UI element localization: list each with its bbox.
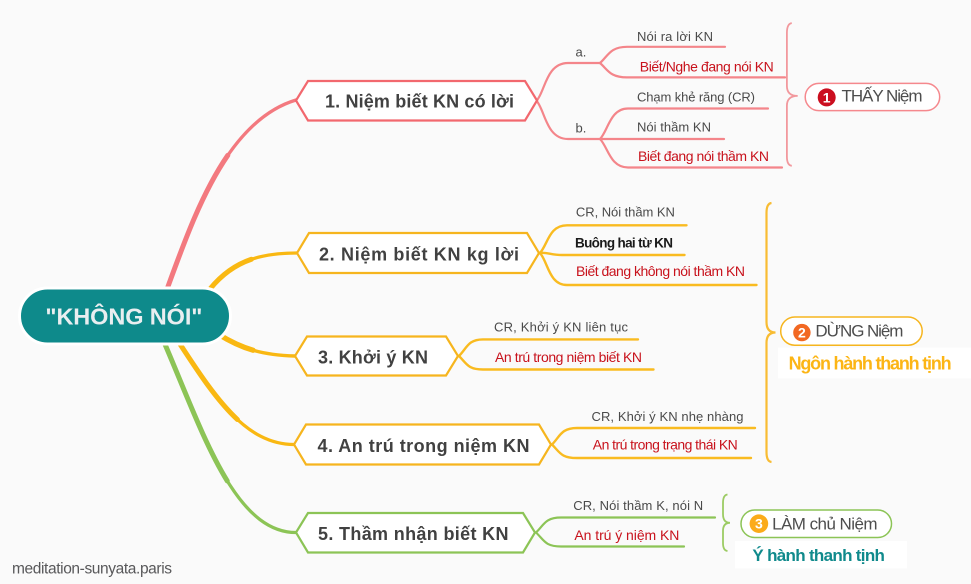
svg-text:1: 1 bbox=[823, 89, 831, 105]
svg-text:5. Thầm nhận biết KN: 5. Thầm nhận biết KN bbox=[318, 524, 509, 544]
svg-text:3: 3 bbox=[755, 516, 763, 532]
svg-text:Chạm khẻ răng (CR): Chạm khẻ răng (CR) bbox=[637, 90, 755, 105]
svg-text:b.: b. bbox=[576, 121, 587, 136]
svg-text:"KHÔNG NÓI": "KHÔNG NÓI" bbox=[45, 303, 202, 330]
svg-text:DỪNG Niệm: DỪNG Niệm bbox=[815, 321, 903, 340]
svg-text:An trú trong trạng thái KN: An trú trong trạng thái KN bbox=[593, 437, 738, 453]
svg-text:CR, Khởi ý KN nhẹ nhàng: CR, Khởi ý KN nhẹ nhàng bbox=[592, 409, 744, 424]
svg-text:THẤY Niệm: THẤY Niệm bbox=[842, 87, 923, 106]
svg-text:CR, Nói thầm K, nói N: CR, Nói thầm K, nói N bbox=[573, 498, 703, 513]
svg-text:Biết/Nghe đang nói KN: Biết/Nghe đang nói KN bbox=[640, 58, 774, 74]
svg-text:a.: a. bbox=[576, 45, 587, 60]
svg-text:Ngôn hành thanh tịnh: Ngôn hành thanh tịnh bbox=[789, 354, 952, 374]
svg-text:2. Niệm biết KN kg lời: 2. Niệm biết KN kg lời bbox=[319, 245, 519, 265]
svg-text:CR, Khởi ý KN liên tục: CR, Khởi ý KN liên tục bbox=[494, 320, 629, 335]
svg-text:4. An trú trong niệm KN: 4. An trú trong niệm KN bbox=[318, 436, 530, 456]
svg-text:Nói thầm KN: Nói thầm KN bbox=[637, 120, 711, 135]
svg-text:1. Niệm biết KN có lời: 1. Niệm biết KN có lời bbox=[325, 92, 514, 112]
svg-text:meditation-sunyata.paris: meditation-sunyata.paris bbox=[12, 561, 172, 578]
svg-text:Biết đang không nói thầm KN: Biết đang không nói thầm KN bbox=[576, 263, 745, 279]
svg-text:An trú ý niệm KN: An trú ý niệm KN bbox=[574, 527, 679, 543]
svg-text:CR, Nói thầm KN: CR, Nói thầm KN bbox=[576, 204, 675, 219]
svg-text:Biết đang nói thầm KN: Biết đang nói thầm KN bbox=[638, 148, 769, 164]
svg-text:LÀM chủ Niệm: LÀM chủ Niệm bbox=[772, 515, 878, 534]
svg-text:An trú trong niệm biết KN: An trú trong niệm biết KN bbox=[495, 349, 642, 365]
svg-text:Buông hai từ KN: Buông hai từ KN bbox=[575, 236, 673, 251]
svg-text:Nói ra lời KN: Nói ra lời KN bbox=[637, 29, 713, 44]
svg-text:Ý hành thanh tịnh: Ý hành thanh tịnh bbox=[752, 546, 885, 565]
svg-text:2: 2 bbox=[798, 325, 806, 341]
svg-text:3. Khởi ý KN: 3. Khởi ý KN bbox=[318, 348, 428, 368]
